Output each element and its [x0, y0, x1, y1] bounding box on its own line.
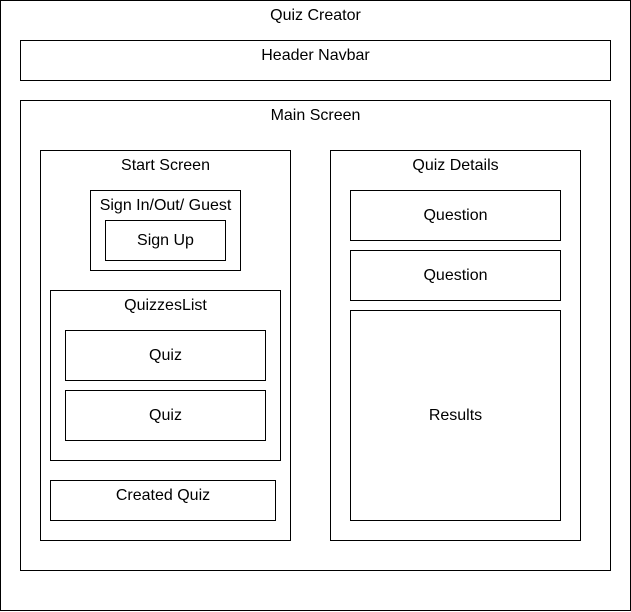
created-quiz-label: Created Quiz: [115, 487, 211, 504]
quiz-creator-label: Quiz Creator: [270, 7, 361, 24]
question-box: Question: [350, 250, 561, 301]
question-label: Question: [423, 266, 488, 284]
quiz-item-box: Quiz: [65, 390, 266, 441]
quiz-item-box: Quiz: [65, 330, 266, 381]
results-box: Results: [350, 310, 561, 521]
quiz-details-label: Quiz Details: [412, 157, 499, 174]
quiz-item-label: Quiz: [149, 406, 182, 424]
sign-up-box: Sign Up: [105, 220, 226, 261]
quiz-item-label: Quiz: [149, 346, 182, 364]
quizzes-list-label: QuizzesList: [124, 297, 207, 314]
start-screen-label: Start Screen: [121, 157, 210, 174]
header-navbar-box: Header Navbar: [20, 40, 611, 81]
question-label: Question: [423, 206, 488, 224]
header-navbar-label: Header Navbar: [261, 47, 370, 64]
created-quiz-box: Created Quiz: [50, 480, 276, 521]
sign-up-label: Sign Up: [137, 231, 194, 249]
auth-label: Sign In/Out/ Guest: [99, 197, 232, 214]
main-screen-label: Main Screen: [270, 107, 361, 124]
results-label: Results: [428, 406, 483, 424]
question-box: Question: [350, 190, 561, 241]
